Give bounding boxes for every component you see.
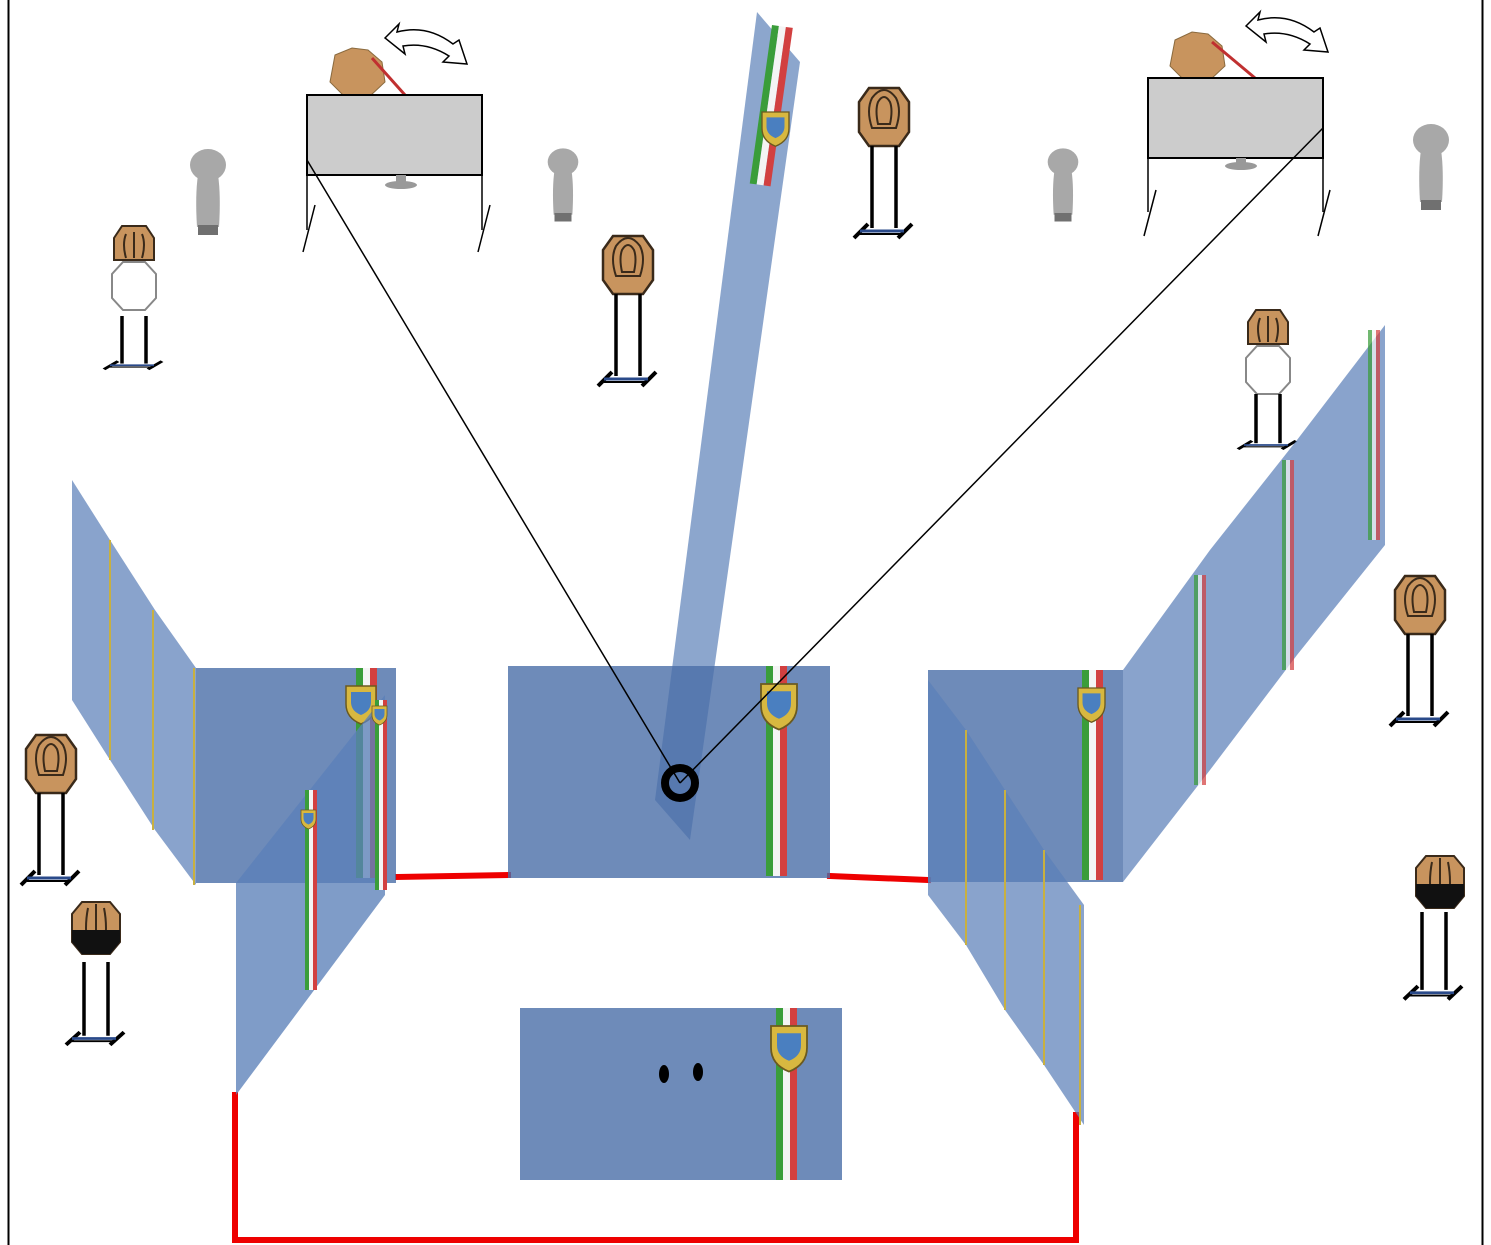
steel-popper [1413, 124, 1449, 210]
start-position-marker [661, 764, 699, 802]
wall-panel [72, 480, 196, 885]
steel-popper [547, 148, 579, 222]
partially-covered-target [64, 901, 126, 1047]
paper-target [852, 86, 914, 240]
steel-popper [1047, 148, 1079, 222]
partially-covered-target [1402, 855, 1465, 1002]
wall-panel [520, 1008, 842, 1180]
wall-panel [655, 12, 800, 840]
shooting-area-red-fault-line [232, 871, 1079, 1243]
sight-lines [306, 127, 1324, 784]
wall-panel [1123, 325, 1385, 882]
mover-target-left [302, 21, 491, 253]
mover-target-right [1143, 9, 1331, 237]
paper-target [19, 733, 81, 887]
no-shoot-target [102, 225, 164, 372]
swing-arrow-icon [383, 21, 469, 65]
wall-panel [928, 680, 1084, 1125]
paper-target [1388, 574, 1450, 728]
wall-panel [236, 695, 388, 1095]
paper-target [596, 234, 658, 388]
no-shoot-target [1236, 309, 1298, 452]
diagram-frame [7, 0, 1484, 1245]
steel-popper [190, 149, 226, 235]
swing-arrow-icon [1244, 9, 1330, 53]
shooter-feet-icon [659, 1063, 703, 1083]
